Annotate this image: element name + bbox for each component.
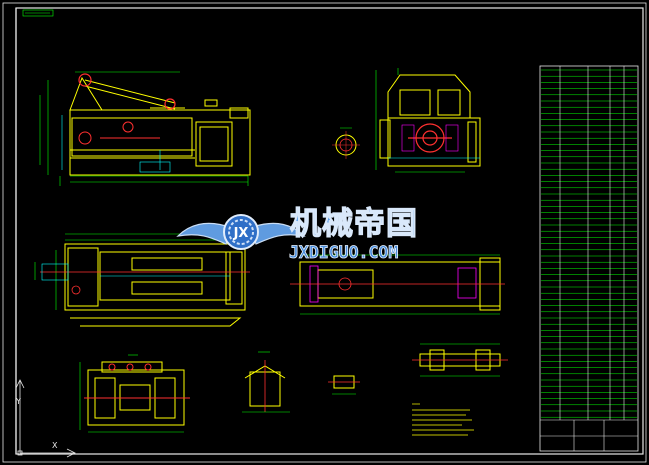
plan-view[interactable] [34,233,250,327]
x-axis-label: X [52,441,58,450]
fitting-detail-view[interactable] [328,375,360,395]
ucs-axis-icon: Y X [15,379,76,458]
y-axis-label: Y [15,397,21,406]
watermark-title: 机械帝国 [290,206,418,242]
side-elevation-view[interactable] [375,68,481,173]
bearing-detail[interactable] [332,127,360,159]
watermark-subtitle: JXDIGUO.COM [289,243,398,262]
front-elevation-view[interactable] [39,71,251,186]
title-block-table[interactable] [539,65,639,452]
section-view[interactable] [290,254,505,315]
base-detail-view[interactable] [79,354,190,433]
technical-notes [412,403,474,436]
shaft-detail-view[interactable] [412,343,508,377]
logo-glyph: JX [233,226,249,241]
wings-logo-icon: JX [176,214,306,250]
corner-label [22,9,54,17]
gear-detail-view[interactable] [242,351,290,413]
site-watermark: JX 机械帝国 JXDIGUO.COM [176,205,418,262]
